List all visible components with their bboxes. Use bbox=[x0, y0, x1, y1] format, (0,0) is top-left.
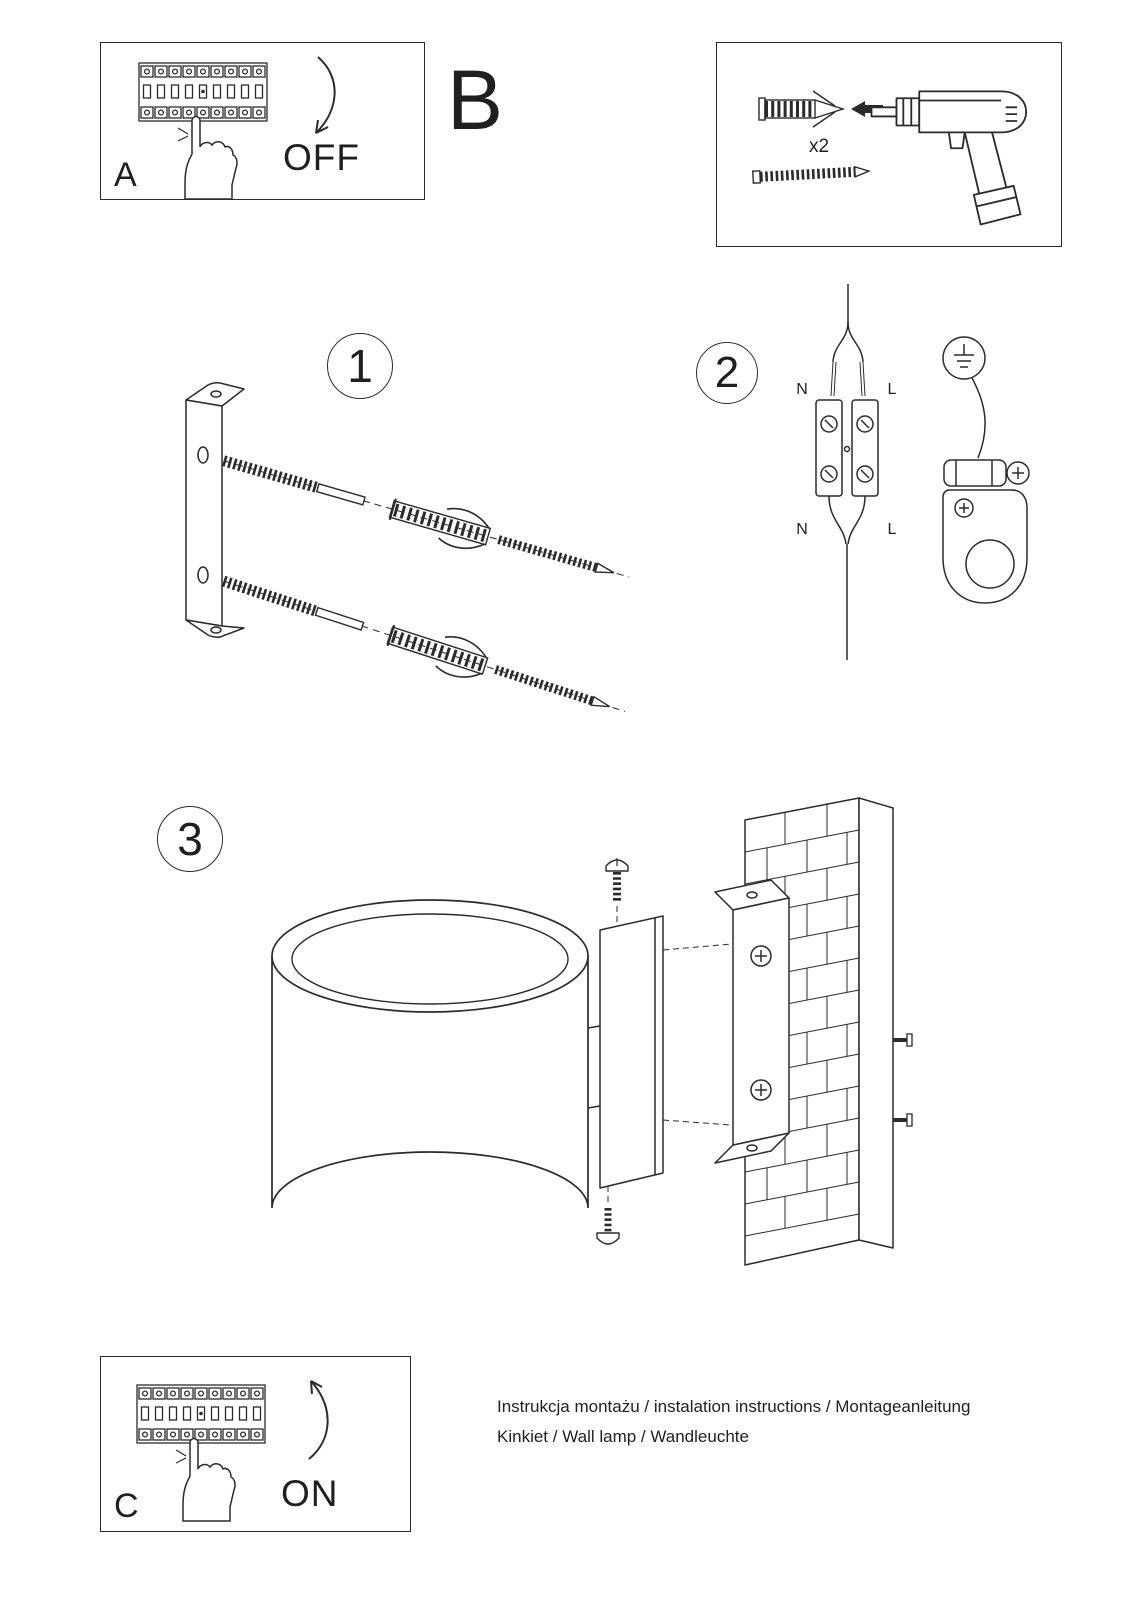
step-3-number: 3 bbox=[177, 813, 203, 865]
ground-connector-illustration bbox=[942, 336, 1030, 604]
arrow-up-icon bbox=[308, 1380, 329, 1460]
wall-anchor-illustration bbox=[758, 90, 883, 128]
step-2-badge: 2 bbox=[696, 342, 758, 404]
mounted-bracket bbox=[714, 879, 790, 1164]
step-1-badge: 1 bbox=[327, 333, 393, 399]
footer-text: Instrukcja montażu / instalation instruc… bbox=[497, 1392, 970, 1452]
footer-line-2: Kinkiet / Wall lamp / Wandleuchte bbox=[497, 1427, 749, 1446]
terminal-block-wiring-illustration: N L N L bbox=[796, 284, 897, 660]
step1-bracket-mounting-illustration bbox=[170, 382, 640, 732]
wire-n-top-label: N bbox=[796, 381, 808, 398]
lamp-back-plate bbox=[587, 915, 664, 1189]
step3-lamp-assembly-illustration bbox=[271, 797, 913, 1266]
breaker-on-step-box: ON C bbox=[100, 1356, 411, 1532]
step-2-number: 2 bbox=[714, 348, 740, 397]
bottom-fixing-screw bbox=[596, 1208, 620, 1245]
on-label: ON bbox=[281, 1473, 339, 1514]
step-1-number: 1 bbox=[347, 340, 373, 392]
wall-through-screws bbox=[893, 1033, 913, 1127]
anchor-quantity-label: x2 bbox=[809, 136, 830, 157]
cylinder-shade bbox=[271, 899, 589, 1209]
wire-l-top-label: L bbox=[888, 381, 897, 398]
box-c-letter: C bbox=[114, 1487, 139, 1525]
power-drill-illustration bbox=[870, 90, 1028, 226]
circuit-breaker-panel-illustration bbox=[129, 1371, 299, 1521]
circuit-breaker-panel-illustration bbox=[131, 49, 301, 199]
arrow-down-icon bbox=[315, 56, 336, 134]
off-label: OFF bbox=[283, 137, 360, 178]
footer-line-1: Instrukcja montażu / instalation instruc… bbox=[497, 1397, 971, 1416]
breaker-off-step-box: OFF A bbox=[100, 42, 425, 200]
section-b-letter: B bbox=[447, 53, 504, 147]
screw-illustration bbox=[752, 165, 872, 184]
step-3-badge: 3 bbox=[157, 806, 223, 872]
hardware-parts-box: x2 bbox=[716, 42, 1062, 247]
wall-bracket bbox=[185, 382, 245, 638]
wire-n-bottom-label: N bbox=[796, 521, 808, 538]
box-a-letter: A bbox=[114, 156, 137, 194]
top-fixing-screw bbox=[605, 858, 629, 902]
wire-l-bottom-label: L bbox=[888, 521, 897, 538]
